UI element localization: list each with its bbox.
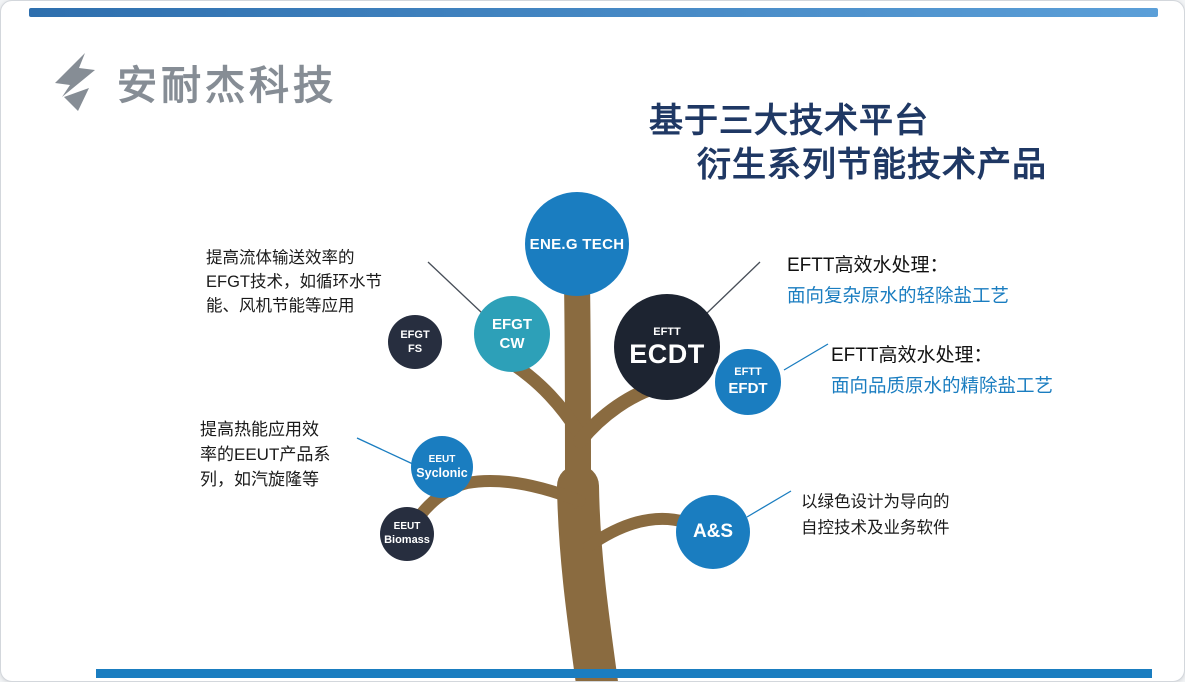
node-efgt-fs: EFGT FS bbox=[388, 315, 442, 369]
node-label: Syclonic bbox=[416, 465, 468, 480]
bottom-accent-bar bbox=[96, 669, 1152, 678]
connector-right-bottom bbox=[746, 490, 792, 518]
annotation-line: 以绿色设计为导向的 bbox=[801, 493, 950, 511]
node-label: CW bbox=[499, 335, 525, 352]
annotation-line: EFGT技术，如循环水节 bbox=[206, 273, 382, 291]
annotation-eftt-ecdt: EFTT高效水处理： 面向复杂原水的轻除盐工艺 bbox=[787, 251, 1009, 311]
annotation-heading: EFTT高效水处理： bbox=[787, 255, 949, 276]
node-a-and-s: A&S bbox=[676, 495, 750, 569]
node-eeut-biomass: EEUT Biomass bbox=[380, 507, 434, 561]
annotation-line: 列，如汽旋隆等 bbox=[200, 470, 319, 489]
annotation-line: 能、风机节能等应用 bbox=[206, 297, 355, 315]
node-label: Biomass bbox=[384, 534, 430, 546]
connector-left-top bbox=[427, 261, 483, 314]
connector-right-mid bbox=[783, 343, 829, 371]
title-line-2: 衍生系列节能技术产品 bbox=[697, 146, 1047, 184]
node-label: EFTT bbox=[653, 325, 681, 338]
company-name: 安耐杰科技 bbox=[117, 64, 337, 108]
node-eftt-ecdt: EFTT ECDT bbox=[614, 294, 720, 400]
annotation-line: 率的EEUT产品系 bbox=[200, 445, 331, 464]
node-label: EFGT bbox=[492, 316, 532, 333]
annotation-efgt: 提高流体输送效率的 EFGT技术，如循环水节 能、风机节能等应用 bbox=[206, 246, 382, 318]
node-label: EEUT bbox=[393, 521, 421, 532]
slide-title: 基于三大技术平台 衍生系列节能技术产品 bbox=[649, 99, 1047, 187]
annotation-heading: EFTT高效水处理： bbox=[831, 345, 993, 366]
node-label: A&S bbox=[692, 521, 734, 542]
annotation-line: 提高流体输送效率的 bbox=[206, 249, 355, 267]
annotation-detail: 面向复杂原水的轻除盐工艺 bbox=[787, 285, 1010, 306]
node-label: EFDT bbox=[728, 380, 768, 397]
annotation-eftt-efdt: EFTT高效水处理： 面向品质原水的精除盐工艺 bbox=[831, 341, 1053, 401]
title-line-1: 基于三大技术平台 bbox=[649, 102, 929, 140]
tree-trunk-lower bbox=[557, 465, 618, 681]
annotation-eeut: 提高热能应用效 率的EEUT产品系 列，如汽旋隆等 bbox=[200, 417, 330, 492]
top-accent-bar bbox=[29, 8, 1158, 17]
tree-branch-as bbox=[583, 512, 691, 552]
node-label: EFGT bbox=[400, 329, 430, 341]
node-label: FS bbox=[407, 343, 423, 355]
node-eeut-syclonic: EEUT Syclonic bbox=[411, 436, 473, 498]
node-label: EFTT bbox=[734, 366, 762, 378]
connector-left-mid bbox=[356, 437, 416, 466]
annotation-detail: 面向品质原水的精除盐工艺 bbox=[831, 375, 1054, 396]
node-ene-g-tech: ENE.G TECH bbox=[525, 192, 629, 296]
node-eftt-efdt: EFTT EFDT bbox=[712, 346, 784, 418]
company-logo: 安耐杰科技 bbox=[51, 53, 337, 111]
annotation-as: 以绿色设计为导向的 自控技术及业务软件 bbox=[801, 489, 950, 541]
connector-right-top bbox=[705, 261, 761, 315]
tree-trunk-upper bbox=[564, 271, 591, 509]
lightning-bolt-icon bbox=[55, 53, 95, 111]
node-label: ENE.G TECH bbox=[529, 235, 625, 253]
node-efgt-cw: EFGT CW bbox=[474, 296, 550, 372]
node-label: ECDT bbox=[629, 338, 705, 369]
annotation-line: 提高热能应用效 bbox=[200, 420, 319, 439]
annotation-line: 自控技术及业务软件 bbox=[801, 519, 950, 537]
node-label: EEUT bbox=[428, 453, 456, 465]
